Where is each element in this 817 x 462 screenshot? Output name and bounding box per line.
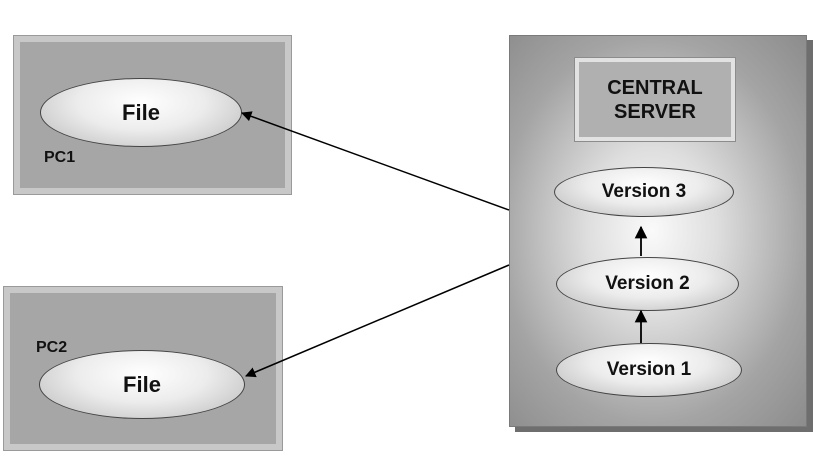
arrow-server-to-pc2	[245, 264, 510, 378]
server-title-box: CENTRAL SERVER	[574, 57, 736, 142]
version-2-node: Version 2	[556, 257, 739, 311]
pc2-label: PC2	[36, 339, 68, 356]
pc1-file-node: File	[40, 78, 242, 147]
arrow-server-to-pc1	[241, 111, 510, 211]
pc1-label: PC1	[44, 149, 76, 166]
version-3-node: Version 3	[554, 167, 734, 217]
version-1-node: Version 1	[556, 343, 742, 397]
server-title: CENTRAL SERVER	[607, 76, 703, 123]
pc2-file-node: File	[39, 350, 245, 419]
